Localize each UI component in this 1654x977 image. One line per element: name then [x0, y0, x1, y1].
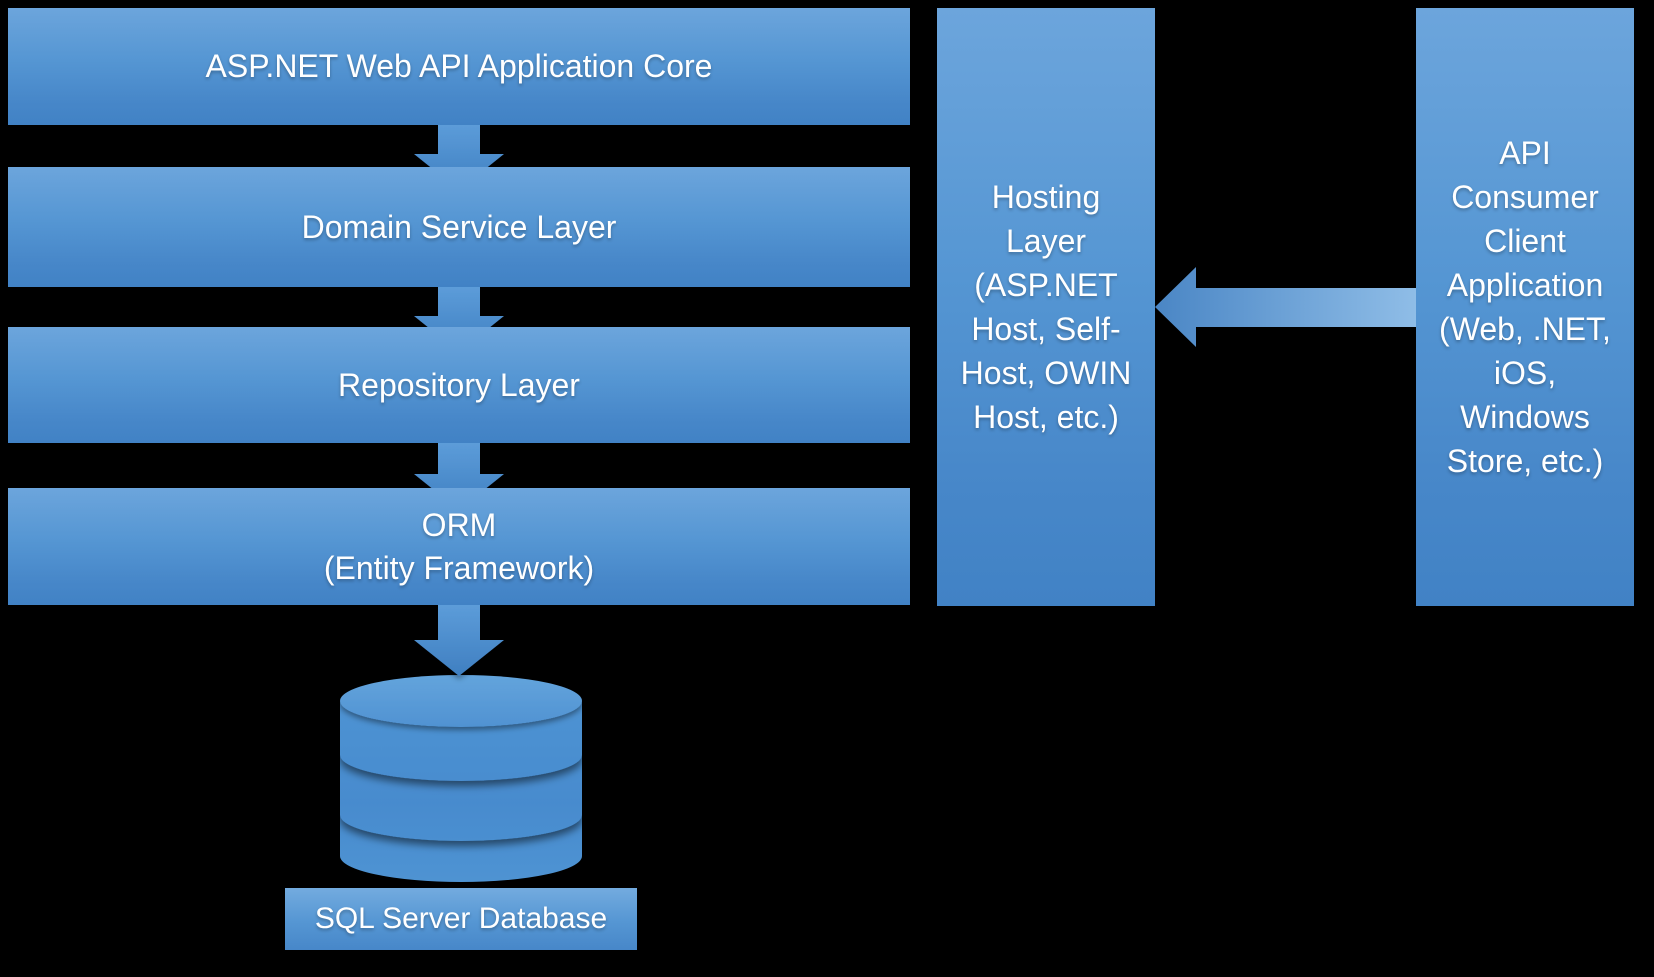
- down-arrow-icon: [414, 124, 504, 190]
- layer-box-domain-service: Domain Service Layer: [8, 167, 910, 287]
- down-arrow-icon: [414, 287, 504, 352]
- text-line: Client: [1484, 223, 1566, 259]
- text-line: Store, etc.): [1446, 443, 1604, 479]
- text-line: Hosting: [991, 179, 1101, 215]
- text-line: (Entity Framework): [323, 549, 595, 586]
- text-line: Host, etc.): [973, 399, 1119, 435]
- database-cylinder-icon: [340, 675, 582, 882]
- text-line: Consumer: [1451, 179, 1599, 215]
- text-line: Host, OWIN: [960, 355, 1132, 391]
- text-line: ORM: [421, 506, 497, 543]
- text-line: API: [1499, 135, 1551, 171]
- left-arrow-icon: [1155, 267, 1416, 347]
- layer-box-application-core: ASP.NET Web API Application Core: [8, 8, 910, 125]
- text-line: iOS,: [1493, 355, 1557, 391]
- text-line: Layer: [1005, 223, 1087, 259]
- text-line: (ASP.NET: [974, 267, 1118, 303]
- layer-box-orm: ORM (Entity Framework): [8, 488, 910, 605]
- down-arrow-icon: [414, 605, 504, 676]
- text-line: Repository Layer: [338, 366, 580, 403]
- down-arrow-icon: [414, 443, 504, 510]
- sql-server-database-label: SQL Server Database: [285, 888, 637, 950]
- text-line: Application: [1446, 267, 1604, 303]
- text-line: Windows: [1460, 399, 1590, 435]
- text-line: Host, Self-: [971, 311, 1121, 347]
- text-line: (Web, .NET,: [1439, 311, 1611, 347]
- text-line: SQL Server Database: [314, 902, 608, 935]
- text-line: Domain Service Layer: [301, 208, 617, 245]
- layer-box-repository: Repository Layer: [8, 327, 910, 443]
- text-line: ASP.NET Web API Application Core: [205, 48, 713, 84]
